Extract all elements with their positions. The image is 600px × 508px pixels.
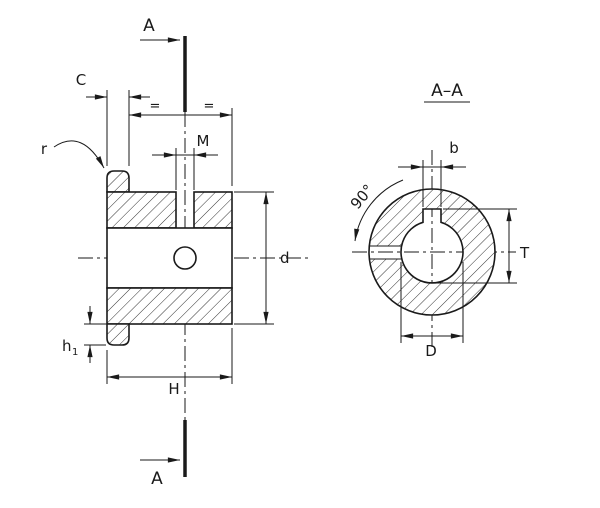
dim-label-d: d — [280, 249, 290, 267]
top-band-left — [106, 191, 177, 229]
dim-label-t: T — [519, 244, 530, 262]
dim-label-h-total: H — [168, 380, 179, 398]
tooth-top — [106, 170, 130, 193]
dimension-m: M — [152, 132, 218, 190]
dim-label-r: r — [41, 140, 48, 158]
equal-mark-left: = — [150, 99, 161, 114]
dim-label-h1: h — [62, 337, 72, 355]
section-label-bottom: A — [151, 469, 163, 489]
dim-label-h1-subscript: 1 — [72, 347, 78, 358]
dimension-t: T — [436, 208, 530, 284]
dim-label-c: C — [76, 71, 86, 89]
tooth-bottom — [106, 323, 130, 346]
angle-arc — [354, 179, 404, 242]
dim-label-b: b — [449, 139, 459, 157]
dimension-c: C — [76, 71, 150, 166]
dimension-b: b — [398, 139, 466, 207]
dimension-d: d — [234, 191, 290, 325]
radius-leader-r: r — [41, 140, 105, 169]
dim-label-m: M — [197, 132, 210, 150]
section-view: A–A b — [347, 81, 530, 360]
bore-band — [106, 227, 233, 289]
screw-hole-circle — [173, 246, 197, 270]
bore-with-keyway — [400, 208, 464, 284]
section-cut-top: A — [140, 16, 187, 112]
dim-label-d-bore: D — [425, 342, 437, 360]
equal-mark-right: = — [204, 99, 215, 114]
sprocket-body — [106, 170, 233, 346]
section-title: A–A — [424, 81, 470, 103]
drawing-root: A A — [41, 16, 530, 489]
dimension-h-total: H — [106, 328, 233, 398]
section-cut-bottom: A — [140, 420, 187, 489]
bottom-band — [106, 287, 233, 325]
dimension-equal: = = — [129, 99, 233, 186]
dimension-d-bore: D — [400, 262, 464, 360]
top-band-right — [193, 191, 233, 229]
section-title-label: A–A — [431, 81, 463, 101]
leader-line — [53, 140, 105, 169]
hub-outer-circle — [368, 188, 496, 316]
side-view: A A — [41, 16, 308, 489]
dimension-h1: h 1 — [62, 306, 106, 363]
section-label-top: A — [143, 16, 155, 36]
